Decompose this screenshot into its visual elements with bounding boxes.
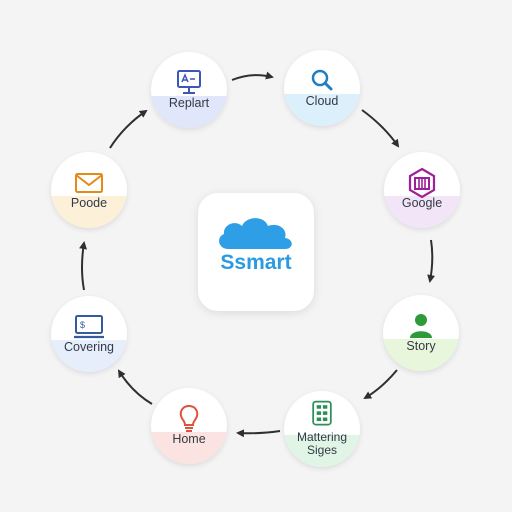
node-home-band	[151, 432, 227, 464]
node-story[interactable]: Story	[383, 295, 459, 371]
cloud-icon	[219, 218, 292, 249]
arrow-google-to-story	[427, 239, 436, 283]
node-cloud-label: Cloud	[305, 94, 339, 108]
svg-text:$: $	[80, 320, 85, 330]
arrow-home-to-covering	[117, 369, 153, 405]
box-icon	[408, 167, 436, 199]
person-icon	[410, 314, 432, 338]
node-mattering[interactable]: Mattering Siges	[284, 391, 360, 467]
arrow-mattering-to-home	[236, 429, 281, 438]
arrow-poode-to-replart	[109, 109, 148, 149]
search-icon	[311, 69, 333, 91]
laptop-icon: $	[74, 315, 104, 339]
arrow-covering-to-poode	[79, 241, 88, 291]
node-poode-label: Poode	[70, 196, 108, 210]
arrow-replart-to-cloud	[231, 71, 274, 81]
node-mattering-label: Mattering Siges	[288, 431, 356, 457]
arrow-story-to-mattering	[363, 369, 398, 400]
node-home[interactable]: Home	[151, 388, 227, 464]
monitor-icon	[177, 70, 201, 94]
node-mattering-band	[284, 435, 360, 467]
node-replart-label: Replart	[168, 96, 210, 110]
node-replart-band	[151, 96, 227, 128]
node-covering[interactable]: $ Covering	[51, 296, 127, 372]
center-brand-card: Ssmart	[198, 193, 314, 311]
envelope-icon	[75, 173, 103, 193]
center-title: Ssmart	[220, 251, 292, 274]
node-poode[interactable]: Poode	[51, 152, 127, 228]
node-covering-label: Covering	[63, 340, 115, 354]
node-mattering-label-line1: Mattering	[296, 430, 348, 444]
node-google[interactable]: Google	[384, 152, 460, 228]
node-poode-band	[51, 196, 127, 228]
node-story-band	[383, 339, 459, 371]
node-home-label: Home	[172, 432, 206, 446]
node-covering-band	[51, 340, 127, 372]
calculator-icon	[312, 400, 332, 426]
node-cloud-band	[284, 94, 360, 126]
node-google-band	[384, 196, 460, 228]
node-replart[interactable]: Replart	[151, 52, 227, 128]
node-cloud[interactable]: Cloud	[284, 50, 360, 126]
node-mattering-label-line2: Siges	[306, 443, 338, 457]
node-google-label: Google	[401, 196, 443, 210]
node-story-label: Story	[406, 339, 436, 353]
lightbulb-icon	[179, 404, 199, 432]
arrow-cloud-to-google	[361, 109, 400, 148]
